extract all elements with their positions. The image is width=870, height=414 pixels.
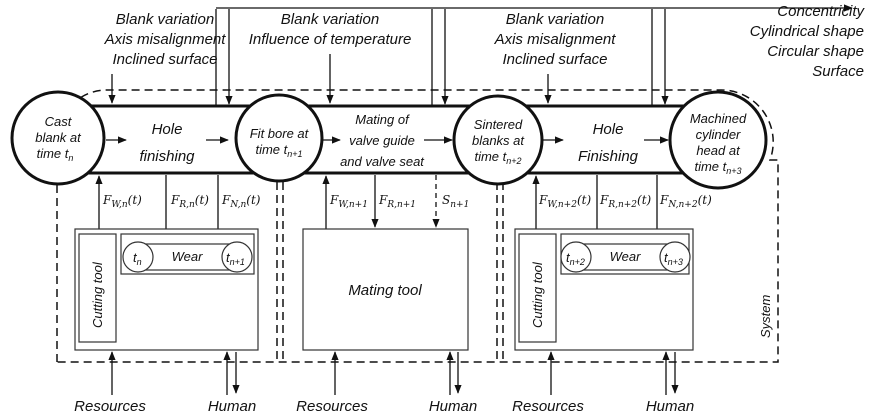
- svg-text:Human: Human: [208, 398, 256, 414]
- svg-text:FR,n+2(t): FR,n+2(t): [599, 193, 652, 210]
- process-hole-finishing-1: Hole finishing: [139, 121, 195, 165]
- svg-text:FN,n(t): FN,n(t): [221, 193, 261, 210]
- svg-text:Resources: Resources: [512, 398, 584, 414]
- svg-text:FR,n(t): FR,n(t): [170, 193, 209, 210]
- svg-text:Fit bore at: Fit bore at: [250, 126, 310, 141]
- svg-text:Blank variation: Blank variation: [116, 11, 214, 28]
- svg-text:Cutting tool: Cutting tool: [530, 261, 545, 328]
- process-hole-finishing-2: Hole Finishing: [578, 121, 639, 165]
- svg-text:Mating tool: Mating tool: [348, 282, 422, 299]
- inputs-middle: Blank variation Influence of temperature: [249, 11, 412, 48]
- svg-text:time tn: time tn: [37, 146, 74, 163]
- svg-text:FW,n(t): FW,n(t): [102, 193, 142, 210]
- svg-text:Inclined surface: Inclined surface: [502, 51, 607, 68]
- svg-text:time tn+2: time tn+2: [474, 149, 521, 166]
- svg-text:Hole: Hole: [152, 121, 183, 138]
- svg-text:blank at: blank at: [35, 130, 82, 145]
- svg-text:FR,n+1: FR,n+1: [378, 193, 416, 210]
- tool-box-left: Cutting tool Wear tn tn+1: [74, 228, 259, 351]
- state-fit-bore: Fit bore at time tn+1: [234, 93, 324, 183]
- svg-text:tn+2: tn+2: [566, 250, 585, 267]
- svg-text:Blank variation: Blank variation: [281, 11, 379, 28]
- svg-text:Resources: Resources: [296, 398, 368, 414]
- svg-text:FN,n+2(t): FN,n+2(t): [659, 193, 712, 210]
- svg-text:FW,n+2(t): FW,n+2(t): [538, 193, 591, 210]
- bottom-io: Resources Human Resources Human Resource…: [74, 351, 694, 414]
- svg-text:head at: head at: [696, 143, 741, 158]
- svg-text:Blank variation: Blank variation: [506, 11, 604, 28]
- svg-text:Resources: Resources: [74, 398, 146, 414]
- tool-box-middle: Mating tool: [302, 228, 469, 351]
- inputs-left: Blank variation Axis misalignment Inclin…: [104, 11, 227, 68]
- svg-text:tn+1: tn+1: [226, 250, 245, 267]
- svg-text:Wear: Wear: [610, 249, 641, 264]
- svg-text:Sintered: Sintered: [474, 117, 523, 132]
- state-sintered-blanks: Sintered blanks at time tn+2: [452, 94, 544, 186]
- state-cast-blank: Cast blank at time tn: [10, 90, 106, 186]
- svg-text:Machined: Machined: [690, 111, 747, 126]
- svg-text:Wear: Wear: [172, 249, 203, 264]
- svg-text:Hole: Hole: [593, 121, 624, 138]
- system-label: System: [758, 294, 773, 338]
- svg-text:Cast: Cast: [45, 114, 73, 129]
- svg-text:Axis misalignment: Axis misalignment: [104, 31, 227, 48]
- svg-text:Cylindrical shape: Cylindrical shape: [750, 23, 864, 40]
- state-machined-head: Machined cylinder head at time tn+3: [668, 90, 768, 190]
- svg-text:Human: Human: [646, 398, 694, 414]
- inputs-right: Blank variation Axis misalignment Inclin…: [494, 11, 617, 68]
- svg-text:Human: Human: [429, 398, 477, 414]
- outputs: Concentricity Cylindrical shape Circular…: [750, 3, 866, 80]
- svg-text:blanks at: blanks at: [472, 133, 525, 148]
- svg-text:Circular shape: Circular shape: [767, 43, 864, 60]
- svg-text:time tn+3: time tn+3: [694, 159, 741, 176]
- svg-text:valve guide: valve guide: [349, 133, 415, 148]
- svg-text:time tn+1: time tn+1: [255, 142, 302, 159]
- svg-text:Influence of temperature: Influence of temperature: [249, 31, 412, 48]
- svg-text:Axis misalignment: Axis misalignment: [494, 31, 617, 48]
- svg-text:Concentricity: Concentricity: [777, 3, 865, 20]
- svg-text:finishing: finishing: [139, 148, 195, 165]
- svg-text:Finishing: Finishing: [578, 148, 639, 165]
- svg-text:Mating of: Mating of: [355, 112, 410, 127]
- flow-signals: FW,n(t) FR,n(t) FN,n(t) FW,n+1 FR,n+1 Sn…: [95, 175, 712, 246]
- process-mating: Mating of valve guide and valve seat: [340, 112, 425, 169]
- svg-text:Sn+1: Sn+1: [442, 193, 469, 210]
- svg-text:and valve seat: and valve seat: [340, 154, 425, 169]
- svg-text:Inclined surface: Inclined surface: [112, 51, 217, 68]
- svg-text:Surface: Surface: [812, 63, 864, 80]
- svg-text:tn+3: tn+3: [664, 250, 683, 267]
- svg-text:Cutting tool: Cutting tool: [90, 261, 105, 328]
- svg-text:cylinder: cylinder: [696, 127, 741, 142]
- tool-box-right: Cutting tool Wear tn+2 tn+3: [514, 228, 694, 351]
- svg-text:FW,n+1: FW,n+1: [329, 193, 368, 210]
- svg-text:tn: tn: [133, 250, 142, 267]
